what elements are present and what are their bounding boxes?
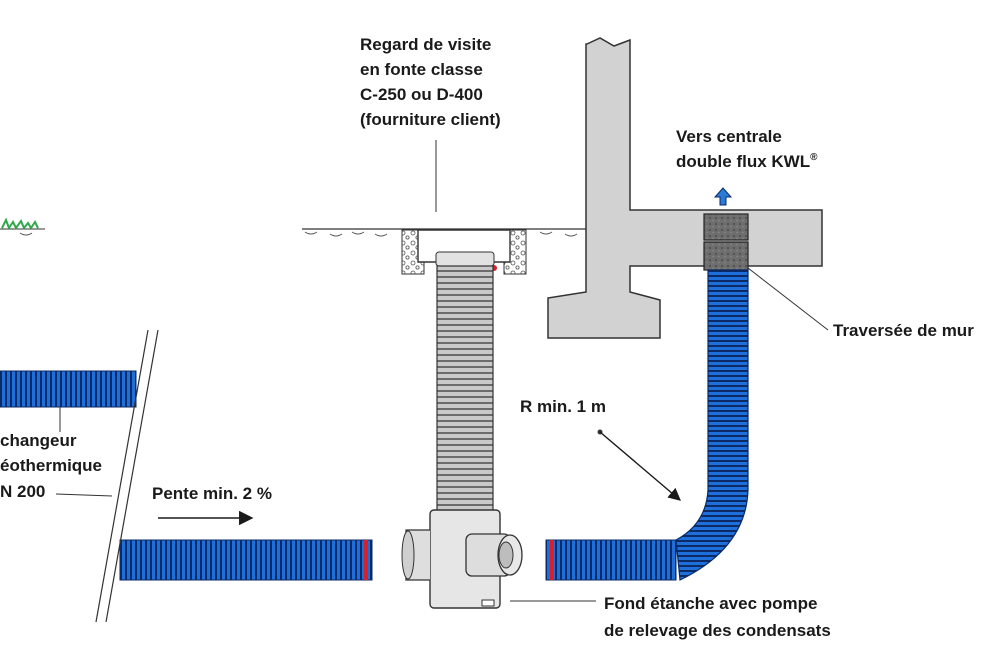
radius-label: R min. 1 m bbox=[520, 397, 606, 416]
exchanger-label-line1: changeur bbox=[0, 431, 77, 450]
building-wall bbox=[547, 37, 823, 339]
manhole-label-line3: C-250 ou D-400 bbox=[360, 85, 483, 104]
break-lines bbox=[95, 329, 159, 623]
to-unit-label-line2: double flux KWL® bbox=[676, 152, 818, 171]
manhole-label: Regard de visite en fonte classe C-250 o… bbox=[360, 35, 501, 129]
to-unit-label-line1: Vers centrale bbox=[676, 127, 782, 146]
collector-shaft bbox=[401, 509, 523, 609]
up-arrow-icon bbox=[713, 187, 733, 206]
manhole-label-line4: (fourniture client) bbox=[360, 110, 501, 129]
bottom-label: Fond étanche avec pompe de relevage des … bbox=[604, 594, 831, 640]
slope-label: Pente min. 2 % bbox=[152, 484, 272, 503]
ground bbox=[0, 217, 595, 237]
leader-lines bbox=[55, 267, 829, 602]
pipe-lower-right bbox=[545, 539, 677, 581]
manhole-label-line2: en fonte classe bbox=[360, 60, 483, 79]
grass-icon bbox=[0, 217, 45, 236]
manhole-label-line1: Regard de visite bbox=[360, 35, 491, 54]
pipe-upper-left bbox=[0, 370, 137, 408]
bottom-label-line1: Fond étanche avec pompe bbox=[604, 594, 818, 613]
riser-pipe bbox=[435, 251, 495, 517]
exchanger-label: changeur éothermique N 200 bbox=[0, 431, 102, 501]
pipe-bend bbox=[675, 269, 749, 581]
pipe-lower-left bbox=[119, 539, 373, 581]
wall-crossing-label: Traversée de mur bbox=[833, 321, 974, 340]
bottom-label-line2: de relevage des condensats bbox=[604, 621, 831, 640]
wall-crossing-sleeve bbox=[703, 213, 749, 271]
exchanger-label-line3: N 200 bbox=[0, 482, 45, 501]
exchanger-label-line2: éothermique bbox=[0, 456, 102, 475]
